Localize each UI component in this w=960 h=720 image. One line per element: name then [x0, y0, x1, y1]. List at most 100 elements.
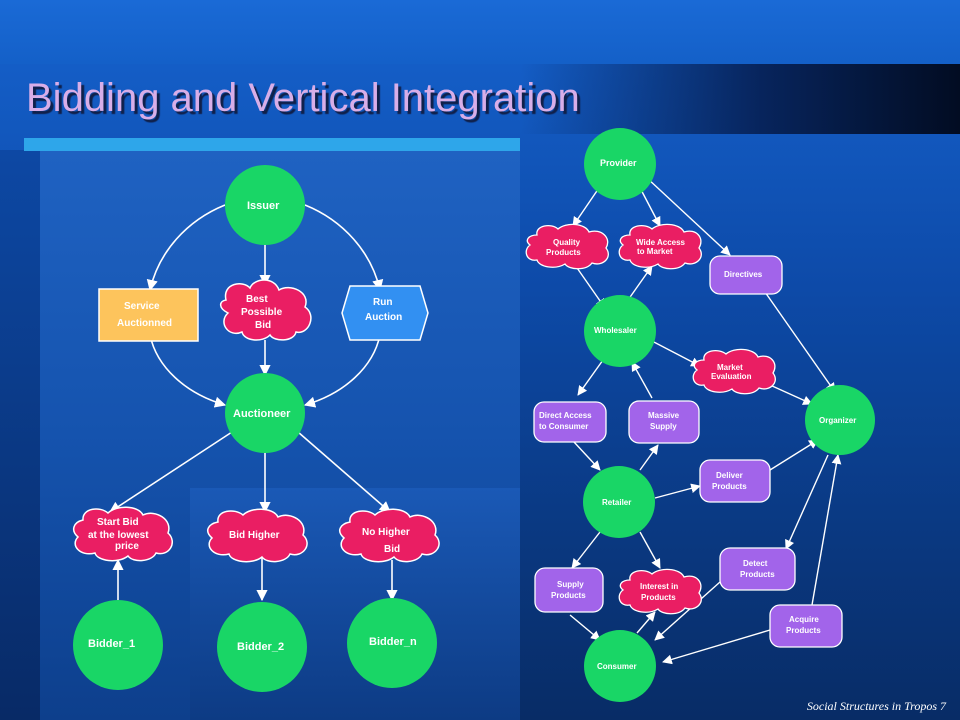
direct-access-label-1: Direct Access [539, 411, 592, 420]
goal-direct-access: Direct Access to Consumer [533, 401, 607, 443]
edge-provider-to-directives [646, 177, 731, 256]
vertical-edges [569, 177, 842, 665]
edge-directives-to-organizer [764, 291, 836, 393]
no-higher-label-1: No Higher [362, 527, 410, 538]
softgoal-interest-in-products: Interest in Products [618, 568, 702, 615]
goal-massive-supply: Massive Supply [628, 400, 700, 444]
deliver-label-2: Products [712, 482, 747, 491]
edge-run-auction-to-auctioneer [303, 334, 381, 408]
edge-wholesaler-to-wide-access [627, 265, 653, 301]
actor-wholesaler: Wholesaler [584, 295, 656, 367]
goal-deliver-products: Deliver Products [699, 459, 771, 503]
wide-access-label-1: Wide Access [636, 238, 686, 247]
best-bid-label-2: Possible [241, 307, 283, 318]
edge-wholesaler-to-market [649, 339, 701, 367]
edge-retailer-to-deliver [654, 483, 701, 499]
market-label-1: Market [717, 363, 743, 372]
softgoal-best-possible-bid: Best Possible Bid [219, 279, 312, 341]
actor-auctioneer-label: Auctioneer [233, 408, 291, 420]
edge-detect-to-consumer [654, 581, 721, 641]
deliver-label-1: Deliver [716, 471, 743, 480]
slide-top-band [0, 0, 960, 64]
slide-footer: Social Structures in Tropos 7 [806, 699, 946, 713]
detect-label-2: Products [740, 570, 775, 579]
edge-retailer-to-massive [639, 444, 659, 471]
interest-label-2: Products [641, 593, 676, 602]
softgoal-start-bid: Start Bid at the lowest price [72, 506, 173, 562]
left-strip [0, 150, 40, 720]
edge-deliver-to-organizer [769, 439, 819, 471]
actor-bidder-2-label: Bidder_2 [237, 641, 284, 653]
interest-label-1: Interest in [640, 582, 678, 591]
acquire-label-1: Acquire [789, 615, 819, 624]
directives-label: Directives [724, 270, 763, 279]
market-label-2: Evaluation [711, 372, 752, 381]
softgoal-market-evaluation: Market Evaluation [692, 348, 776, 395]
vertical-integration-diagram: Provider Wholesaler Retailer Consumer Or… [525, 128, 875, 702]
actor-consumer: Consumer [584, 630, 656, 702]
actor-issuer: Issuer [225, 165, 305, 245]
best-bid-label-3: Bid [255, 320, 271, 331]
title-underline [24, 138, 520, 151]
edge-auctioneer-to-no-higher [297, 431, 391, 513]
resource-service-label-2: Auctionned [117, 318, 172, 329]
goal-acquire-products: Acquire Products [769, 604, 843, 648]
actor-retailer-label: Retailer [602, 498, 631, 507]
quality-label-2: Products [546, 248, 581, 257]
edge-issuer-to-service [146, 204, 226, 292]
edge-issuer-to-run-auction [304, 204, 384, 292]
supply-label-2: Products [551, 591, 586, 600]
edge-retailer-to-interest [639, 531, 661, 569]
start-bid-label-3: price [115, 541, 139, 552]
goal-detect-products: Detect Products [719, 547, 796, 591]
actor-bidder-1: Bidder_1 [73, 600, 163, 690]
supply-label-1: Supply [557, 580, 584, 589]
bid-higher-label: Bid Higher [229, 530, 280, 541]
start-bid-label-2: at the lowest [88, 530, 149, 541]
actor-organizer-label: Organizer [819, 416, 856, 425]
task-run-auction: Run Auction [341, 285, 429, 341]
detect-label-1: Detect [743, 559, 768, 568]
edge-auctioneer-to-start-bid [109, 431, 233, 513]
edge-service-to-auctioneer [149, 334, 227, 408]
edge-consumer-to-interest [636, 611, 656, 634]
actor-bidder-1-label: Bidder_1 [88, 638, 135, 650]
edge-supply-to-consumer [569, 614, 601, 641]
actor-bidder-n: Bidder_n [347, 598, 437, 688]
wide-access-label-2: to Market [637, 247, 673, 256]
softgoal-no-higher-bid: No Higher Bid [339, 508, 440, 563]
edge-market-to-organizer [769, 384, 813, 405]
edge-wholesaler-to-direct-access [577, 359, 604, 396]
best-bid-label-1: Best [246, 294, 268, 305]
actor-consumer-label: Consumer [597, 662, 637, 671]
actor-auctioneer: Auctioneer [225, 373, 305, 453]
task-run-auction-label-2: Auction [365, 312, 402, 323]
softgoal-wide-access: Wide Access to Market [618, 223, 702, 270]
resource-service-label-1: Service [124, 301, 160, 312]
actor-bidder-2: Bidder_2 [217, 602, 307, 692]
bidding-diagram: Issuer Auctioneer Bidder_1 Bidder_2 Bidd… [72, 165, 440, 692]
edge-direct-access-to-retailer [573, 441, 601, 471]
edge-organizer-to-detect [785, 454, 829, 550]
softgoal-bid-higher: Bid Higher [207, 508, 308, 563]
actor-organizer: Organizer [805, 385, 875, 455]
actor-provider-label: Provider [600, 158, 637, 168]
actor-wholesaler-label: Wholesaler [594, 326, 637, 335]
edge-acquire-to-organizer [811, 454, 842, 606]
edge-massive-to-wholesaler [631, 361, 653, 399]
no-higher-label-2: Bid [384, 544, 400, 555]
quality-label-1: Quality [553, 238, 581, 247]
title-dark-band [520, 64, 960, 134]
direct-access-label-2: to Consumer [539, 422, 588, 431]
edge-acquire-to-consumer [662, 629, 771, 665]
massive-label-2: Supply [650, 422, 677, 431]
bidding-edges [109, 204, 398, 602]
actor-issuer-label: Issuer [247, 200, 280, 212]
massive-label-1: Massive [648, 411, 680, 420]
goal-directives: Directives [709, 255, 783, 295]
softgoal-quality-products: Quality Products [525, 223, 609, 270]
start-bid-label-1: Start Bid [97, 517, 139, 528]
actor-retailer: Retailer [583, 466, 655, 538]
goal-supply-products: Supply Products [534, 567, 604, 613]
